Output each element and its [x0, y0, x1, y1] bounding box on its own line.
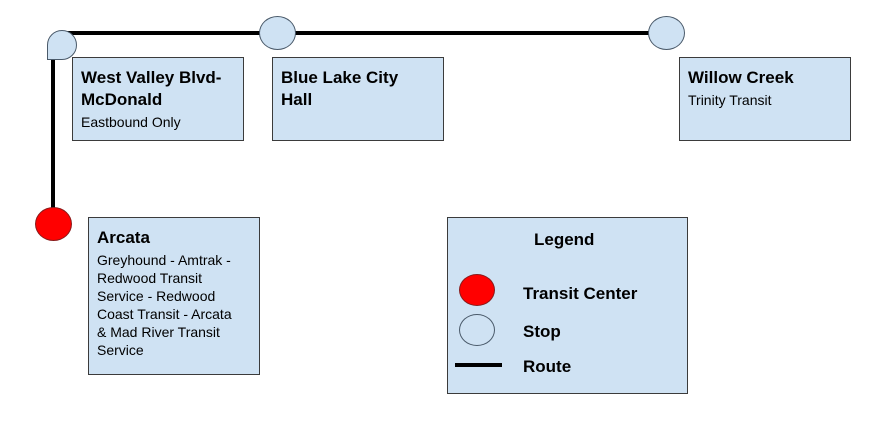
stop-detail: Trinity Transit	[688, 92, 772, 108]
stop-detail: Eastbound Only	[81, 114, 181, 130]
stop-box-west-valley: West Valley Blvd- McDonald Eastbound Onl…	[72, 57, 244, 141]
stop-legend-icon	[459, 314, 495, 346]
route-legend-icon	[455, 363, 502, 367]
stop-box-blue-lake: Blue Lake City Hall	[272, 57, 444, 141]
legend-label-transit-center: Transit Center	[523, 284, 638, 303]
transit-center-marker-arcata[interactable]	[35, 207, 72, 241]
stop-name: Blue Lake City Hall	[281, 68, 399, 109]
stop-marker-willow-creek[interactable]	[648, 16, 685, 50]
legend-label-stop: Stop	[523, 322, 561, 341]
legend-label-route: Route	[523, 357, 572, 376]
route-line-horizontal	[62, 31, 668, 35]
stop-name: West Valley Blvd- McDonald	[81, 68, 222, 109]
stop-marker-blue-lake[interactable]	[259, 16, 296, 50]
stop-detail: Greyhound - Amtrak - Redwood Transit Ser…	[97, 252, 232, 358]
stop-name: Willow Creek	[688, 68, 794, 87]
legend-title: Legend	[534, 230, 595, 249]
transit-center-legend-icon	[459, 274, 495, 306]
route-line-vertical	[51, 44, 55, 224]
stop-marker-west-valley[interactable]	[47, 30, 77, 60]
stop-box-willow-creek: Willow Creek Trinity Transit	[679, 57, 851, 141]
stop-name: Arcata	[97, 228, 150, 247]
legend-box: Legend Transit Center Stop Route	[447, 217, 688, 394]
stop-box-arcata: Arcata Greyhound - Amtrak - Redwood Tran…	[88, 217, 260, 375]
